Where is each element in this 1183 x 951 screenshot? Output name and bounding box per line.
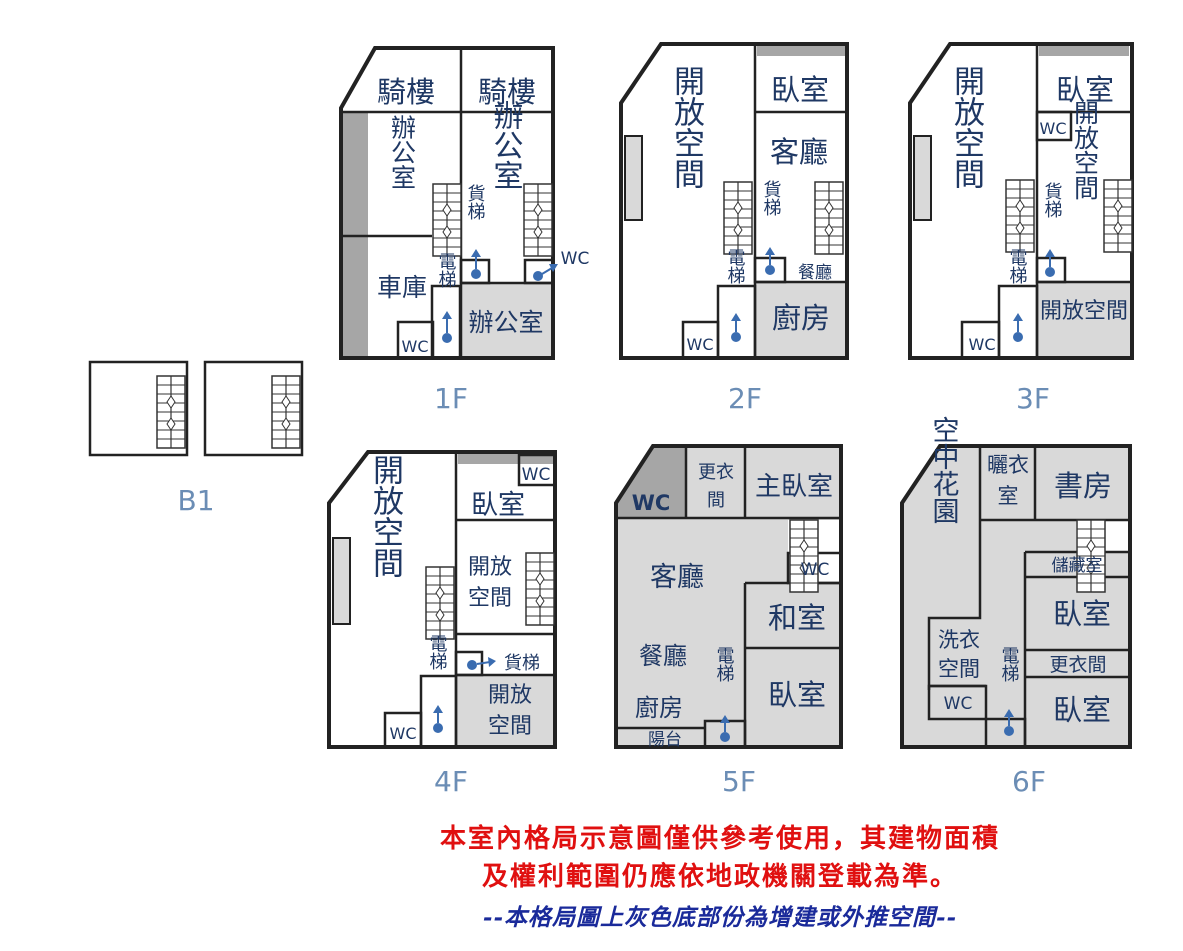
room-1f-arcade-left: 騎樓	[377, 75, 435, 109]
floor-1f: 騎樓 騎樓 辦公室 辦公室 貨梯 WC 車庫 電梯 辦公室 WC 1F	[339, 46, 590, 415]
room-5f-living: 客廳	[650, 562, 704, 593]
room-4f-open-space-bottom-2: 空間	[488, 714, 532, 739]
room-6f-study: 書房	[1054, 469, 1112, 503]
floor-label-2f: 2F	[728, 382, 762, 415]
floor-label-5f: 5F	[722, 765, 756, 798]
room-3f-freight-elevator: 貨梯	[1042, 182, 1063, 218]
floor-6f: 空中花園 曬衣 室 書房 儲藏室 臥室 洗衣 空間 電梯 更衣間 WC 臥室 6…	[900, 416, 1132, 798]
room-3f-bedroom: 臥室	[1056, 73, 1114, 107]
disclaimer-line-1: 本室內格局示意圖僅供參考使用，其建物面積	[439, 824, 1000, 854]
floor-label-b1: B1	[177, 484, 214, 517]
floor-4f: WC 臥室 開放空間 開放 空間 貨梯 電梯 開放 空間 WC 4F	[327, 450, 557, 798]
room-6f-bedroom-bottom: 臥室	[1053, 693, 1111, 727]
floor-5f: WC 更衣 間 主臥室 客廳 WC 和室 餐廳 廚房 電梯 陽台 臥室 5F	[614, 444, 843, 798]
room-4f-open-space-right-2: 空間	[468, 586, 512, 611]
room-6f-sky-garden: 空中花園	[928, 416, 959, 524]
room-5f-kitchen: 廚房	[635, 694, 683, 722]
room-5f-master-bedroom: 主臥室	[755, 472, 833, 502]
room-4f-elevator: 電梯	[427, 634, 448, 670]
room-4f-bedroom: 臥室	[471, 490, 525, 521]
room-6f-elevator: 電梯	[999, 646, 1020, 682]
room-2f-dining: 餐廳	[798, 263, 832, 283]
room-2f-freight-elevator: 貨梯	[761, 180, 782, 216]
floor-label-4f: 4F	[434, 765, 468, 798]
room-6f-laundry-1: 洗衣	[938, 628, 980, 652]
floor-label-3f: 3F	[1016, 382, 1050, 415]
room-5f-tatami: 和室	[768, 601, 826, 635]
room-2f-wc: WC	[687, 335, 714, 354]
room-5f-dining: 餐廳	[639, 642, 687, 670]
room-2f-bedroom: 臥室	[771, 73, 829, 107]
room-2f-open-space: 開放空間	[668, 65, 705, 189]
room-2f-living: 客廳	[770, 135, 828, 169]
room-6f-laundry-2: 空間	[938, 657, 980, 681]
room-6f-drying-1: 曬衣	[987, 453, 1029, 477]
floor-b1: B1	[88, 360, 304, 517]
floor-2f: 臥室 開放空間 客廳 貨梯 電梯 餐廳 廚房 WC 2F	[619, 42, 849, 415]
floor-label-1f: 1F	[434, 382, 468, 415]
room-5f-wc: WC	[632, 491, 671, 515]
room-4f-wc: WC	[390, 724, 417, 743]
room-3f-wc: WC	[969, 335, 996, 354]
room-3f-wc-top: WC	[1040, 119, 1067, 138]
room-4f-open-space-bottom-1: 開放	[488, 683, 532, 708]
floor-label-6f: 6F	[1012, 765, 1046, 798]
room-4f-open-space: 開放空間	[367, 454, 404, 578]
room-4f-freight-elevator: 貨梯	[504, 653, 540, 674]
disclaimer-line-2: 及權利範圍仍應依地政機關登載為準。	[481, 862, 958, 892]
room-4f-open-space-right-1: 開放	[468, 555, 512, 580]
room-1f-wc: WC	[402, 337, 429, 356]
room-6f-bedroom: 臥室	[1053, 597, 1111, 631]
room-6f-storage: 儲藏室	[1052, 556, 1103, 576]
room-3f-open-space-bottom: 開放空間	[1040, 299, 1128, 324]
room-5f-wc-right: WC	[801, 560, 830, 580]
floor-3f: 臥室 WC 開放空間 開放空間 貨梯 電梯 開放空間 WC 3F	[908, 42, 1134, 415]
room-5f-closet-2: 間	[707, 490, 725, 511]
disclaimer-line-3: --本格局圖上灰色底部份為增建或外推空間--	[482, 904, 958, 931]
room-1f-arcade-right: 騎樓	[478, 75, 536, 109]
room-1f-elevator: 電梯	[436, 252, 457, 288]
room-1f-freight-elevator: 貨梯	[465, 184, 486, 220]
room-3f-open-space: 開放空間	[948, 65, 985, 189]
room-5f-balcony: 陽台	[648, 730, 682, 750]
room-2f-elevator: 電梯	[725, 248, 746, 284]
room-5f-closet-1: 更衣	[698, 462, 734, 483]
room-6f-wc: WC	[944, 694, 973, 714]
room-4f-wc-top: WC	[522, 465, 551, 485]
room-3f-elevator: 電梯	[1007, 248, 1028, 284]
room-6f-drying-2: 室	[998, 484, 1019, 508]
room-1f-office-bottom: 辦公室	[468, 308, 543, 337]
room-1f-garage: 車庫	[377, 273, 427, 302]
room-1f-office-right: 辦公室	[488, 100, 523, 190]
room-1f-wc-right: WC	[561, 249, 590, 269]
room-1f-office-left: 辦公室	[388, 115, 417, 190]
room-5f-elevator: 電梯	[714, 646, 735, 682]
room-6f-closet: 更衣間	[1049, 654, 1106, 676]
room-5f-bedroom: 臥室	[768, 678, 826, 712]
room-2f-kitchen: 廚房	[772, 301, 830, 335]
room-3f-open-space-right: 開放空間	[1071, 100, 1100, 200]
